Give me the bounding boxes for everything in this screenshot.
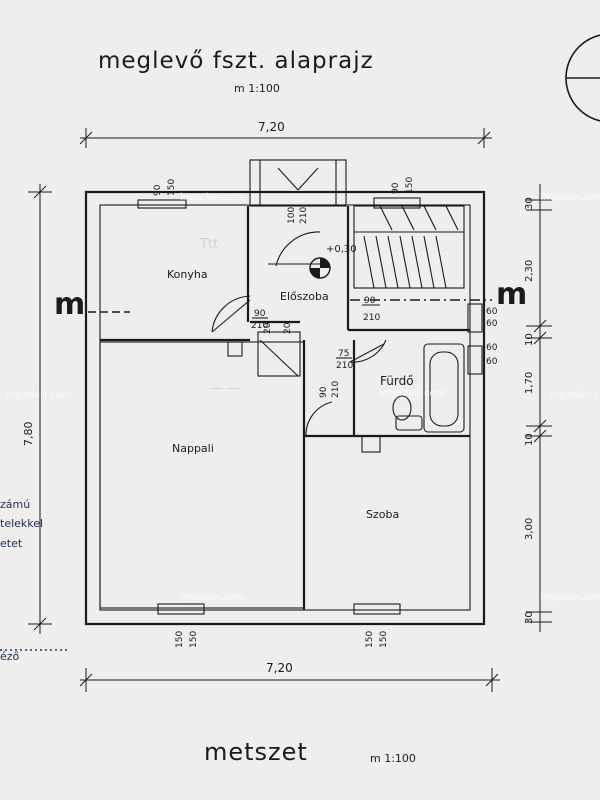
watermark-1: ingatlan.com (180, 192, 245, 203)
kd-c: 20 (263, 322, 273, 334)
entry-b: 210 (299, 207, 309, 224)
interior-walls (99, 206, 470, 610)
kd-a: 90 (254, 309, 266, 319)
right-dimension-chain: 30 2,30 10 1,70 10 3,00 30 (524, 184, 552, 632)
watermark-2: ingatlan.com (540, 192, 600, 203)
sd-a: 90 (319, 386, 329, 398)
bathroom-fixtures (227, 341, 465, 453)
entry-a: 100 (287, 207, 297, 224)
rw-3: 60 (486, 343, 498, 353)
bleed-through-text: Ttt — — (199, 237, 240, 396)
level-marker-icon: +0,30 (309, 244, 357, 279)
svg-text:— —: — — (210, 381, 240, 396)
chimney-box (361, 435, 381, 453)
top-width-label: 7,20 (258, 120, 285, 134)
dim-10-a: 10 (524, 333, 535, 346)
room-label-hall: Előszoba (280, 290, 329, 303)
bd-b: 210 (336, 361, 353, 371)
watermark-4: ingatlan.com (6, 390, 71, 401)
dim-2-30: 2,30 (524, 260, 535, 282)
kw-a: 90 (153, 184, 163, 196)
title-scale: m 1:100 (234, 82, 280, 95)
lw-a: 150 (175, 631, 185, 648)
left-dimension: 7,80 (22, 184, 52, 634)
opening-labels: 90 150 100 210 90 150 20 20 90 210 150 1… (153, 177, 498, 648)
bw-a: 150 (365, 631, 375, 648)
north-arrow-icon (565, 34, 600, 122)
hd-a: 90 (364, 296, 376, 306)
room-label-kitchen: Konyha (167, 268, 208, 281)
svg-text:Ttt: Ttt (199, 237, 218, 252)
room-label-bedroom: Szoba (366, 508, 399, 521)
watermark-6: ingatlan.com (180, 592, 245, 603)
dim-1-70: 1,70 (524, 372, 535, 394)
sink-icon (395, 415, 423, 431)
top-dimension: 7,20 (79, 120, 492, 148)
sw-b: 150 (405, 177, 415, 194)
rw-2: 60 (486, 319, 498, 329)
hd-b: 210 (363, 313, 380, 323)
rw-1: 60 (486, 307, 498, 317)
section-markers: m m (54, 277, 527, 322)
left-height-label: 7,80 (22, 422, 35, 447)
kd-c2: 20 (283, 322, 293, 334)
dim-30-top: 30 (524, 197, 535, 210)
entry-porch (249, 159, 347, 207)
bottom-dimension: 7,20 (79, 661, 500, 692)
sw-a: 90 (391, 182, 401, 194)
level-label: +0,30 (326, 244, 357, 255)
bw-b: 150 (379, 631, 389, 648)
room-label-living: Nappali (172, 442, 214, 455)
windows (137, 197, 483, 615)
side-text-2: telekkel (0, 517, 43, 530)
bd-a: 75 (338, 349, 349, 359)
side-text-4: éző (0, 650, 20, 663)
sd-b: 210 (331, 381, 341, 398)
shaft-box (227, 341, 243, 357)
watermarks: ingatlan.com ingatlan.com ingatlan.com i… (6, 192, 600, 603)
section-scale: m 1:100 (370, 752, 416, 765)
section-title: metszet (204, 738, 308, 766)
section-mark-right: m (496, 277, 527, 312)
room-label-bath: Fürdő (380, 374, 414, 388)
watermark-3: ingatlan.com (380, 388, 445, 399)
watermark-7: ingatlan.com (540, 592, 600, 603)
dim-10-b: 10 (524, 433, 535, 446)
staircase (353, 205, 465, 289)
side-text: zámú telekkel etet éző (0, 498, 68, 663)
kw-b: 150 (167, 179, 177, 196)
lw-b: 150 (189, 631, 199, 648)
dim-3-00: 3,00 (524, 518, 535, 540)
section-mark-left: m (54, 287, 85, 322)
doors (211, 231, 387, 437)
bottom-width-label: 7,20 (266, 661, 293, 675)
watermark-5: ingatlan.com (550, 390, 600, 401)
kd-b: 210 (251, 321, 268, 331)
side-text-1: zámú (0, 498, 30, 511)
page-title: meglevő fszt. alaprajz (98, 48, 374, 74)
door-fractions: 90 210 90 210 75 210 (251, 296, 380, 371)
toilet-icon (392, 395, 412, 421)
dim-30-bottom: 30 (524, 611, 535, 624)
side-text-3: etet (0, 537, 23, 550)
rw-4: 60 (486, 357, 498, 367)
